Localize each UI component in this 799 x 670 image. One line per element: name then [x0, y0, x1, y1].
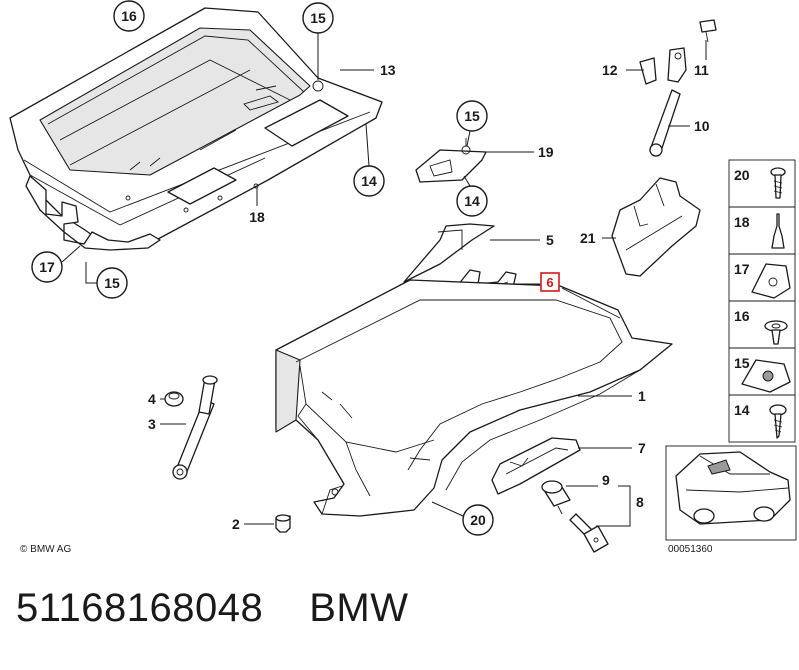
callout-13: 13 — [340, 62, 396, 78]
callout-7: 7 — [578, 440, 646, 456]
self-tapping-screw-icon — [769, 404, 787, 439]
callout-18: 18 — [249, 188, 265, 225]
hinge-arm-10 — [649, 47, 687, 157]
svg-text:10: 10 — [694, 118, 710, 134]
callout-11: 11 — [694, 40, 709, 78]
bracket-19 — [415, 138, 487, 183]
bumper-4 — [164, 391, 184, 407]
copyright: © BMW AG — [20, 544, 71, 555]
key-8 — [569, 513, 609, 553]
svg-text:15: 15 — [310, 10, 326, 26]
drawing-number: 00051360 — [668, 544, 713, 555]
svg-text:20: 20 — [470, 512, 486, 528]
svg-text:11: 11 — [694, 62, 709, 78]
svg-text:1: 1 — [638, 388, 646, 404]
rubber-buffer-icon — [771, 213, 785, 249]
legend-14: 14 — [734, 402, 750, 418]
screw-icon — [770, 167, 786, 199]
svg-text:15: 15 — [104, 275, 120, 291]
svg-text:5: 5 — [546, 232, 554, 248]
callout-6-highlighted: 6 — [512, 272, 621, 319]
svg-text:14: 14 — [361, 173, 377, 189]
callout-17: 17 — [31, 245, 81, 283]
clip-nut-icon — [751, 263, 791, 299]
svg-text:17: 17 — [39, 259, 55, 275]
callout-3: 3 — [148, 416, 186, 432]
callout-9: 9 — [566, 472, 610, 488]
speed-nut-icon — [741, 359, 791, 393]
svg-text:14: 14 — [464, 193, 480, 209]
fastener-legend: 20 18 17 16 15 14 — [728, 159, 796, 443]
callout-15-left: 15 — [85, 262, 128, 299]
callout-4: 4 — [148, 391, 165, 407]
handle-7 — [491, 437, 581, 495]
svg-text:6: 6 — [546, 275, 553, 290]
legend-20: 20 — [734, 167, 750, 183]
svg-text:8: 8 — [636, 494, 644, 510]
callout-15-bracket: 15 — [456, 100, 488, 147]
glovebox-lid-1 — [275, 279, 673, 517]
svg-text:15: 15 — [464, 108, 480, 124]
svg-text:16: 16 — [121, 8, 137, 24]
callout-21: 21 — [580, 230, 616, 246]
pin-2 — [275, 514, 291, 533]
svg-text:19: 19 — [538, 144, 554, 160]
caption-bar: 51168168048 BMW — [16, 586, 409, 646]
legend-17: 17 — [734, 261, 750, 277]
bracket-12 — [639, 57, 657, 85]
callout-1: 1 — [578, 388, 646, 404]
svg-text:18: 18 — [249, 209, 265, 225]
svg-text:2: 2 — [232, 516, 240, 532]
expansion-rivet-icon — [764, 320, 788, 345]
part-number: 51168168048 — [16, 586, 264, 630]
callout-19: 19 — [486, 144, 554, 160]
svg-text:21: 21 — [580, 230, 596, 246]
callout-10: 10 — [668, 118, 710, 134]
callout-14-bracket: 14 — [456, 175, 488, 217]
callout-5: 5 — [490, 232, 554, 248]
callout-20-lid: 20 — [431, 501, 494, 536]
trim-strip-5 — [403, 223, 495, 283]
callout-14-frame: 14 — [353, 123, 385, 197]
brand-name: BMW — [309, 586, 409, 630]
screw-11 — [699, 19, 717, 43]
gas-strut-3 — [172, 375, 218, 480]
svg-text:9: 9 — [602, 472, 610, 488]
upper-frame-assembly — [9, 7, 383, 251]
parts-diagram: 16 15 13 14 18 17 15 15 19 14 — [9, 0, 797, 555]
callout-8: 8 — [596, 485, 644, 527]
legend-18: 18 — [734, 214, 750, 230]
svg-text:13: 13 — [380, 62, 396, 78]
car-location-thumbnail: 00051360 — [665, 445, 797, 555]
legend-16: 16 — [734, 308, 750, 324]
callout-2: 2 — [232, 516, 274, 532]
callout-16: 16 — [113, 0, 145, 32]
legend-15: 15 — [734, 355, 750, 371]
svg-text:3: 3 — [148, 416, 156, 432]
callout-15-top: 15 — [302, 2, 334, 80]
hinge-bracket-21 — [611, 177, 701, 277]
svg-text:12: 12 — [602, 62, 618, 78]
lock-cylinder-9 — [541, 480, 571, 515]
svg-text:7: 7 — [638, 440, 646, 456]
svg-text:4: 4 — [148, 391, 156, 407]
callout-12: 12 — [602, 62, 644, 78]
